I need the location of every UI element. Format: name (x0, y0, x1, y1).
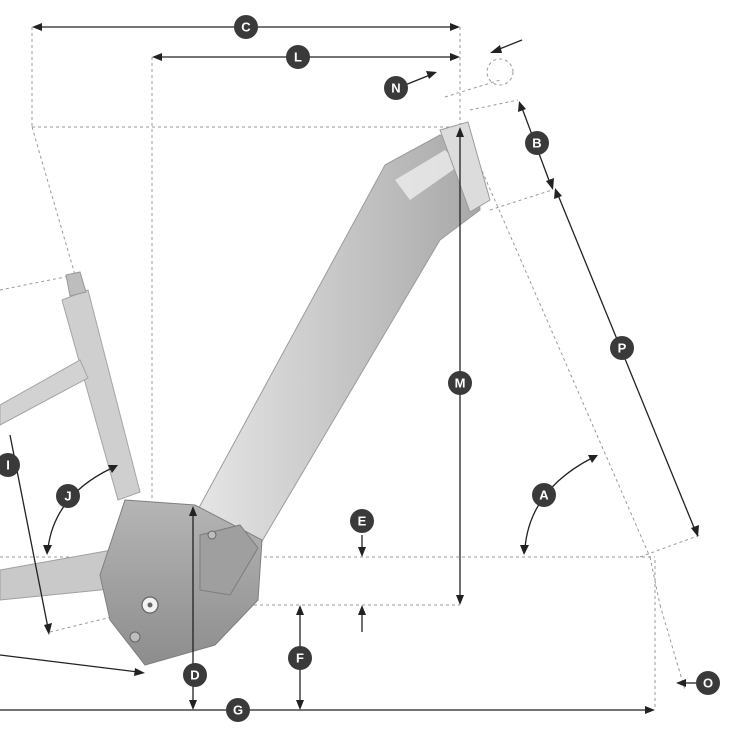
badge-c-label: C (241, 20, 251, 35)
badge-p-label: P (618, 341, 627, 356)
badge-f-label: F (296, 651, 304, 666)
badge-b: B (525, 131, 549, 155)
badge-e-label: E (358, 514, 367, 529)
badge-o: O (696, 671, 720, 695)
badge-i-label: I (6, 458, 10, 473)
badge-g-label: G (233, 703, 243, 718)
badge-f: F (288, 646, 312, 670)
badge-m-label: M (455, 376, 466, 391)
badge-b-label: B (532, 136, 541, 151)
badge-g: G (226, 698, 250, 722)
badge-l: L (286, 45, 310, 69)
badge-o-label: O (703, 676, 713, 691)
bike-frame (0, 121, 491, 666)
badge-d: D (183, 663, 207, 687)
badge-j: J (56, 484, 80, 508)
badge-n-label: N (391, 81, 400, 96)
badge-c: C (234, 15, 258, 39)
badge-e: E (350, 509, 374, 533)
badge-j-label: J (64, 489, 71, 504)
badge-p: P (610, 336, 634, 360)
badge-a: A (532, 483, 556, 507)
badge-l-label: L (294, 50, 302, 65)
badge-n: N (384, 76, 408, 100)
badge-d-label: D (190, 668, 199, 683)
badge-a-label: A (539, 488, 549, 503)
badge-i: I (0, 453, 20, 477)
badge-m: M (448, 371, 472, 395)
